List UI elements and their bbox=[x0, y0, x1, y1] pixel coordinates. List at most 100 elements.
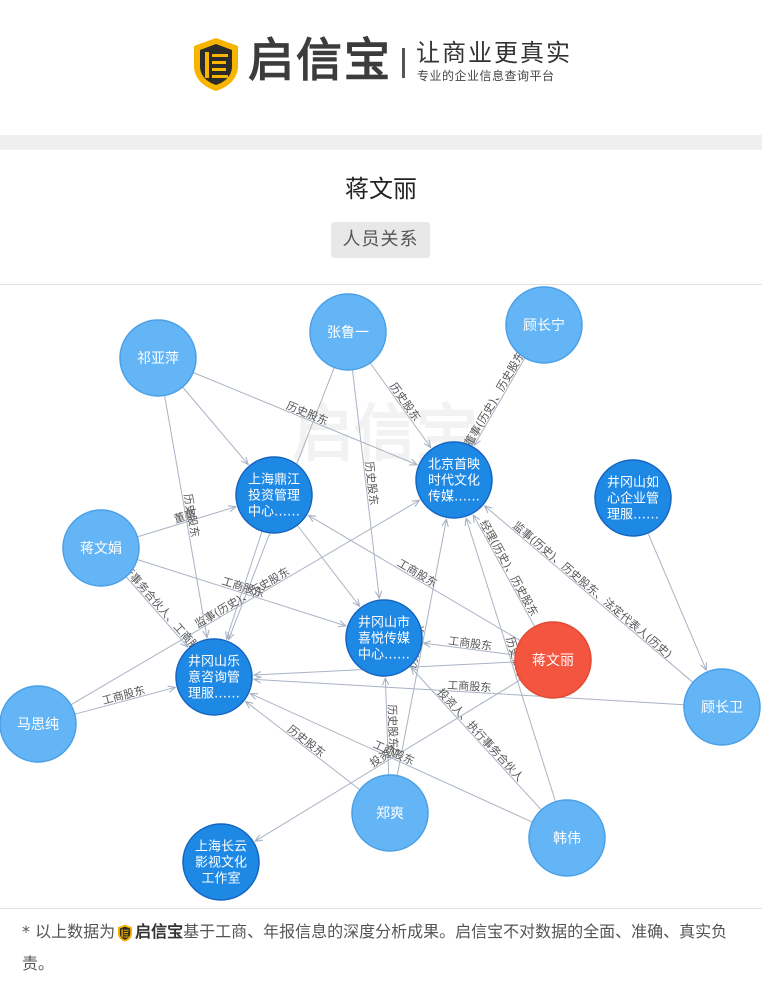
relation-edge bbox=[466, 518, 557, 802]
divider-line bbox=[0, 284, 762, 285]
relation-edge bbox=[474, 357, 526, 446]
node-label: 时代文化 bbox=[428, 474, 480, 489]
relationship-graph[interactable]: 启信宝 历史股东历史股东历史股东历史股东董事(历史)、历史股东董事工商股东执行事… bbox=[0, 285, 762, 908]
node-guchangning[interactable]: 顾长宁 bbox=[505, 286, 583, 364]
relation-tab[interactable]: 人员关系 bbox=[331, 222, 430, 258]
node-hanwei[interactable]: 韩伟 bbox=[528, 799, 606, 877]
node-label: 马思纯 bbox=[17, 717, 59, 733]
relation-edge bbox=[254, 679, 685, 706]
node-circle[interactable] bbox=[683, 668, 761, 746]
node-circle[interactable] bbox=[528, 799, 606, 877]
node-jiangwenjuan[interactable]: 蒋文娟 bbox=[62, 509, 140, 587]
node-circle[interactable] bbox=[309, 293, 387, 371]
node-circle[interactable] bbox=[505, 286, 583, 364]
relation-edge bbox=[485, 506, 694, 683]
relation-edge bbox=[74, 687, 176, 715]
disclaimer-suffix: 基于工商、年报信息的深度分析成果。启信宝不对数据的全面、准确、真实负责。 bbox=[22, 922, 728, 973]
node-label: 顾长宁 bbox=[523, 317, 565, 334]
node-zhanglu[interactable]: 张鲁一 bbox=[309, 293, 387, 371]
relation-edge bbox=[411, 668, 542, 811]
node-label: 祁亚萍 bbox=[137, 351, 179, 367]
relation-edge bbox=[351, 369, 379, 599]
node-zhengshuang[interactable]: 郑爽 bbox=[351, 774, 429, 852]
node-guchangwei[interactable]: 顾长卫 bbox=[683, 668, 761, 746]
relation-edge bbox=[308, 515, 521, 642]
node-qiyaping[interactable]: 祁亚萍 bbox=[119, 319, 197, 397]
node-jiangwenli[interactable]: 蒋文丽 bbox=[514, 621, 592, 699]
node-label: 理服…… bbox=[188, 687, 240, 702]
relation-edge bbox=[385, 678, 388, 776]
node-circle[interactable] bbox=[345, 599, 423, 677]
node-label: 郑爽 bbox=[376, 806, 404, 822]
node-circle[interactable] bbox=[119, 319, 197, 397]
relation-edge bbox=[125, 576, 188, 647]
relation-edge bbox=[164, 395, 208, 637]
node-label: 中心…… bbox=[358, 648, 410, 663]
node-label: 上海长云 bbox=[195, 840, 247, 855]
relation-label: 工商股东 bbox=[447, 678, 492, 695]
node-circle[interactable] bbox=[182, 823, 260, 901]
relation-edge bbox=[296, 524, 359, 606]
disclaimer-prefix: * 以上数据为 bbox=[22, 922, 116, 941]
page-title: 蒋文丽 bbox=[345, 175, 417, 203]
relation-edge bbox=[369, 362, 431, 448]
node-label: 蒋文丽 bbox=[532, 653, 574, 669]
node-circle[interactable] bbox=[0, 685, 77, 763]
node-label: 影视文化 bbox=[195, 856, 247, 871]
node-masichun[interactable]: 马思纯 bbox=[0, 685, 77, 763]
node-label: 井冈山乐 bbox=[188, 655, 240, 670]
relation-edge bbox=[227, 530, 263, 639]
relation-edge bbox=[250, 694, 533, 823]
brand-tagline: 专业的企业信息查询平台 bbox=[417, 69, 555, 83]
relation-label: 工商股东 bbox=[448, 633, 493, 653]
relation-edge bbox=[70, 500, 420, 706]
header: 启信宝 让商业更真实 专业的企业信息查询平台 bbox=[0, 0, 762, 135]
node-circle[interactable] bbox=[514, 621, 592, 699]
logo-divider bbox=[402, 48, 405, 78]
node-sh_dingjiang[interactable]: 上海鼎江投资管理中心…… bbox=[235, 456, 313, 534]
node-jgs_leyi[interactable]: 井冈山乐意咨询管理服…… bbox=[175, 638, 253, 716]
node-label: 张鲁一 bbox=[327, 325, 369, 341]
node-jgs_xiyue[interactable]: 井冈山市喜悦传媒中心…… bbox=[345, 599, 423, 677]
node-label: 心企业管 bbox=[607, 491, 659, 507]
relation-label: 历史股东 bbox=[362, 461, 380, 506]
node-label: 传媒…… bbox=[428, 490, 480, 505]
node-circle[interactable] bbox=[62, 509, 140, 587]
divider-line bbox=[0, 908, 762, 909]
node-label: 中心…… bbox=[248, 505, 300, 520]
node-label: 理服…… bbox=[607, 508, 659, 523]
relation-label: 监事(历史)、历史股东 bbox=[193, 565, 292, 631]
relation-edge bbox=[396, 519, 446, 776]
relation-edge bbox=[246, 701, 361, 791]
relation-edge bbox=[137, 507, 235, 538]
shield-logo-icon bbox=[194, 38, 238, 91]
relation-label: 董事 bbox=[173, 507, 198, 526]
relation-label: 工商股东 bbox=[395, 556, 440, 590]
node-label: 喜悦传媒 bbox=[358, 632, 410, 647]
node-label: 上海鼎江 bbox=[248, 473, 300, 488]
node-label: 蒋文娟 bbox=[80, 541, 122, 557]
relation-label: 历史股东 bbox=[385, 704, 400, 748]
node-jgs_ruxin[interactable]: 井冈山如心企业管理服…… bbox=[594, 459, 672, 537]
node-circle[interactable] bbox=[415, 441, 493, 519]
node-label: 井冈山市 bbox=[358, 615, 410, 631]
section-divider bbox=[0, 135, 762, 150]
node-bj_shouying[interactable]: 北京首映时代文化传媒…… bbox=[415, 441, 493, 519]
node-label: 工作室 bbox=[201, 871, 240, 887]
node-circle[interactable] bbox=[594, 459, 672, 537]
relation-edge bbox=[192, 372, 417, 464]
relation-edge bbox=[473, 515, 536, 627]
node-circle[interactable] bbox=[175, 638, 253, 716]
relation-edge bbox=[182, 386, 249, 464]
node-label: 顾长卫 bbox=[701, 700, 743, 716]
node-circle[interactable] bbox=[235, 456, 313, 534]
relation-label: 历史股东 bbox=[285, 723, 328, 760]
relation-edge bbox=[647, 532, 706, 670]
node-circle[interactable] bbox=[351, 774, 429, 852]
shield-logo-icon bbox=[118, 924, 133, 942]
node-label: 北京首映 bbox=[428, 458, 480, 473]
disclaimer: * 以上数据为 启信宝基于工商、年报信息的深度分析成果。启信宝不对数据的全面、准… bbox=[22, 916, 744, 980]
brand-name: 启信宝 bbox=[248, 33, 392, 87]
relation-label: 工商股东 bbox=[100, 683, 146, 708]
